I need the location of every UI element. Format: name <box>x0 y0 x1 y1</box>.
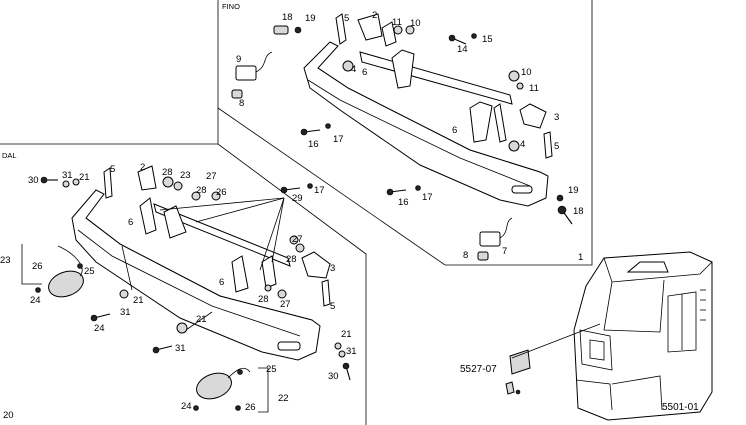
callout: 15 <box>482 34 493 45</box>
cab-reference-left: 5527-07 <box>460 364 497 375</box>
callout: 10 <box>410 18 421 29</box>
callout: 5 <box>554 141 559 152</box>
callout: 26 <box>32 261 43 272</box>
callout: 17 <box>422 192 433 203</box>
callout: 5 <box>344 13 349 24</box>
callout: 8 <box>239 98 244 109</box>
bracket-left <box>21 244 42 285</box>
callout: 3 <box>554 112 559 123</box>
callouts-fino: 18 19 5 2 11 10 15 14 9 4 6 8 10 11 3 6 … <box>236 10 584 261</box>
bracket-right <box>258 367 269 413</box>
callout: 29 <box>292 193 303 204</box>
callout: 2 <box>372 10 377 21</box>
callout: 14 <box>457 44 468 55</box>
callout: 27 <box>206 171 217 182</box>
panel-dal-label: DAL <box>2 151 17 160</box>
callout: 23 <box>180 170 191 181</box>
callout: 28 <box>258 294 269 305</box>
callout: 28 <box>162 167 173 178</box>
callout: 18 <box>282 12 293 23</box>
callout: 6 <box>452 125 457 136</box>
callout: 16 <box>308 139 319 150</box>
callout: 19 <box>568 185 579 196</box>
callouts-dal: 30 31 21 5 2 28 23 28 26 27 29 17 6 27 2… <box>0 162 357 413</box>
callout: 21 <box>196 314 207 325</box>
support-bar-upper <box>335 13 553 159</box>
callout: 26 <box>216 187 227 198</box>
callout: 6 <box>219 277 224 288</box>
hardware-upper <box>231 25 573 261</box>
panel-fino-frame <box>217 0 593 266</box>
callout: 23 <box>0 255 11 266</box>
callout: 3 <box>330 263 335 274</box>
callout: 5 <box>110 164 115 175</box>
panel-fino-number: 1 <box>578 252 583 263</box>
callout: 8 <box>463 250 468 261</box>
callout: 31 <box>346 346 357 357</box>
panel-fino-label: FINO <box>222 2 240 11</box>
panel-dal-frame <box>0 143 367 425</box>
callout: 11 <box>392 17 402 28</box>
callout: 21 <box>341 329 352 340</box>
side-lamp-right <box>196 367 251 400</box>
callout: 22 <box>278 393 289 404</box>
callout: 31 <box>120 307 131 318</box>
callout: 4 <box>520 139 525 150</box>
callout: 30 <box>28 175 39 186</box>
callout: 4 <box>351 64 356 75</box>
callout: 7 <box>502 246 507 257</box>
callout: 18 <box>573 206 584 217</box>
support-bar-lower <box>103 165 331 307</box>
callout: 24 <box>94 323 105 334</box>
callout: 25 <box>266 364 277 375</box>
callout: 27 <box>292 234 303 245</box>
callout: 24 <box>30 295 41 306</box>
callout: 6 <box>362 67 367 78</box>
callout: 2 <box>140 162 145 173</box>
bumper-lower <box>71 189 321 361</box>
callout: 16 <box>398 197 409 208</box>
callout: 10 <box>521 67 532 78</box>
callout: 21 <box>79 172 90 183</box>
callout: 21 <box>133 295 144 306</box>
panel-dal: DAL 20 <box>0 143 367 425</box>
callout: 25 <box>84 266 95 277</box>
callout: 17 <box>314 185 325 196</box>
truck-cab: 5527-07 5501-01 <box>460 251 713 421</box>
callout: 31 <box>175 343 186 354</box>
callout: 27 <box>280 299 291 310</box>
callout: 30 <box>328 371 339 382</box>
callout: 19 <box>305 13 316 24</box>
callout: 9 <box>236 54 241 65</box>
leaders-lower <box>121 197 285 331</box>
callout: 31 <box>62 170 73 181</box>
callout: 5 <box>330 301 335 312</box>
callout: 6 <box>128 217 133 228</box>
callout: 17 <box>333 134 344 145</box>
callout: 28 <box>196 185 207 196</box>
hardware-lower <box>35 176 351 411</box>
callout: 11 <box>529 83 539 94</box>
cab-reference-right: 5501-01 <box>662 402 699 413</box>
side-lamp-left <box>48 245 84 298</box>
bumper-upper <box>303 41 549 207</box>
panel-dal-number: 20 <box>3 410 14 421</box>
callout: 26 <box>245 402 256 413</box>
panel-fino: FINO 1 <box>217 0 593 266</box>
callout: 24 <box>181 401 192 412</box>
callout: 28 <box>286 254 297 265</box>
